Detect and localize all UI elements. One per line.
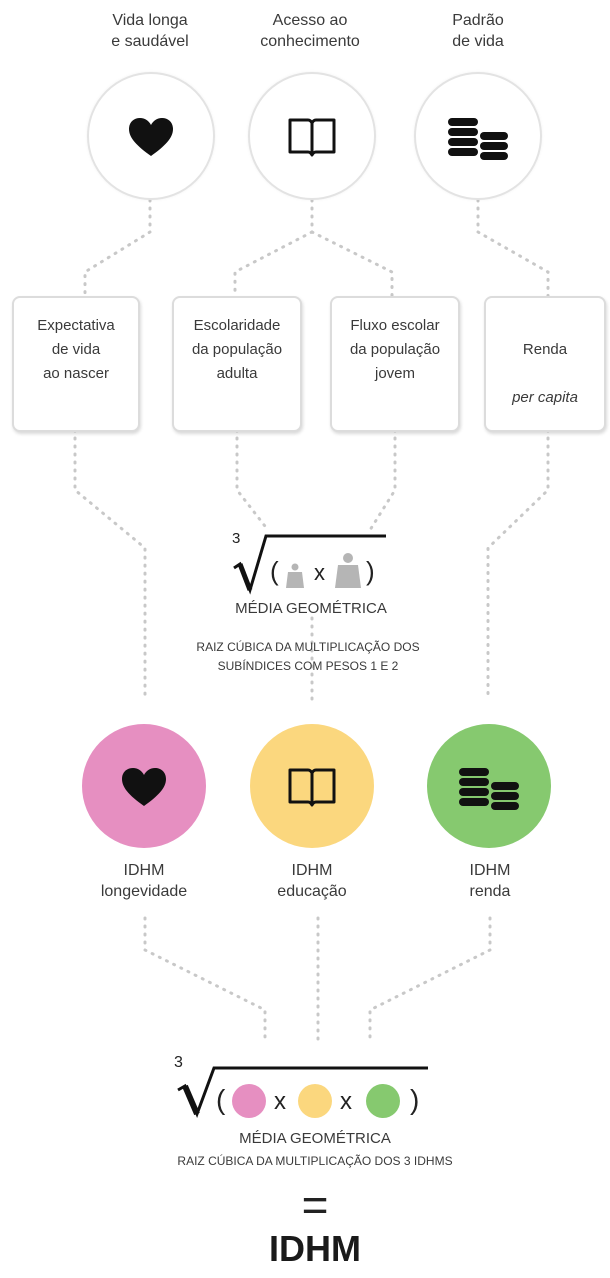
dimension-title-education: Acesso ao conhecimento: [260, 12, 360, 50]
subindex-label-income: IDHM renda: [469, 862, 511, 900]
multiply-sign: x: [340, 1088, 352, 1115]
subindex-circle-income: [427, 724, 551, 848]
paren-open: (: [216, 1084, 226, 1115]
heart-icon: [129, 118, 173, 156]
coins-icon: [448, 118, 508, 160]
indicator-text: Expectativa de vida ao nascer: [37, 317, 115, 382]
subindex-label-education: IDHM educação: [277, 862, 347, 900]
formula1-title: MÉDIA GEOMÉTRICA: [235, 600, 387, 617]
dimension-title-health: Vida longa e saudável: [111, 12, 189, 50]
dimension-circle-health: [87, 72, 215, 200]
formula2-title: MÉDIA GEOMÉTRICA: [239, 1130, 391, 1147]
indicator-box-youth-flow: Fluxo escolar da população jovem: [330, 296, 460, 432]
connector-line: [235, 428, 270, 532]
connector-line: [73, 428, 147, 702]
subindex-label-longevity: IDHM longevidade: [100, 862, 188, 900]
connector-line: [83, 198, 152, 298]
indicator-box-adult-schooling: Escolaridade da população adulta: [172, 296, 302, 432]
education-dot: [298, 1084, 332, 1118]
subindex-circle-education: [250, 724, 374, 848]
connector-line: [368, 428, 397, 532]
dimension-circle-income: [414, 72, 542, 200]
indicator-box-income: Renda per capita: [484, 296, 606, 432]
heart-icon: [122, 768, 166, 806]
book-icon: [288, 118, 336, 157]
income-dot: [366, 1084, 400, 1118]
root-index: 3: [232, 530, 241, 547]
connector-line: [143, 916, 267, 1042]
indicator-text: Escolaridade da população adulta: [191, 317, 283, 382]
root-index: 3: [174, 1054, 183, 1071]
equals-sign: =: [301, 1179, 329, 1231]
indicator-box-life-expectancy: Expectativa de vida ao nascer: [12, 296, 140, 432]
subindex-circle-longevity: [82, 724, 206, 848]
formula-geometric-mean-idhms: 3 ( x x ): [170, 1040, 440, 1120]
indicator-text: Renda: [522, 341, 568, 358]
connector-line: [310, 230, 394, 298]
connector-line: [476, 198, 550, 298]
indicator-text-italic: per capita: [512, 389, 578, 406]
formula1-description: RAIZ CÚBICA DA MULTIPLICAÇÃO DOS SUBÍNDI…: [196, 640, 420, 673]
book-icon: [288, 768, 336, 807]
result-idhm: IDHM: [269, 1228, 361, 1269]
formula2-description: RAIZ CÚBICA DA MULTIPLICAÇÃO DOS 3 IDHMS: [177, 1154, 453, 1168]
paren-close: ): [410, 1084, 420, 1115]
dimension-circle-education: [248, 72, 376, 200]
multiply-sign: x: [314, 560, 325, 585]
connector-line: [233, 198, 314, 298]
paren-close: ): [366, 556, 375, 586]
formula-geometric-mean-subindices: 3 ( x ): [226, 526, 396, 596]
indicator-text: Fluxo escolar da população jovem: [349, 317, 441, 382]
paren-open: (: [270, 556, 279, 586]
radical-sign: [233, 534, 386, 595]
radical-sign: [177, 1066, 428, 1119]
connector-line: [486, 428, 550, 702]
longevity-dot: [232, 1084, 266, 1118]
dimension-title-income: Padrão de vida: [452, 12, 504, 50]
weight-small-icon: [286, 563, 304, 588]
coins-icon: [459, 768, 519, 810]
multiply-sign: x: [274, 1088, 286, 1115]
connector-line: [368, 916, 492, 1042]
weight-large-icon: [335, 553, 361, 588]
